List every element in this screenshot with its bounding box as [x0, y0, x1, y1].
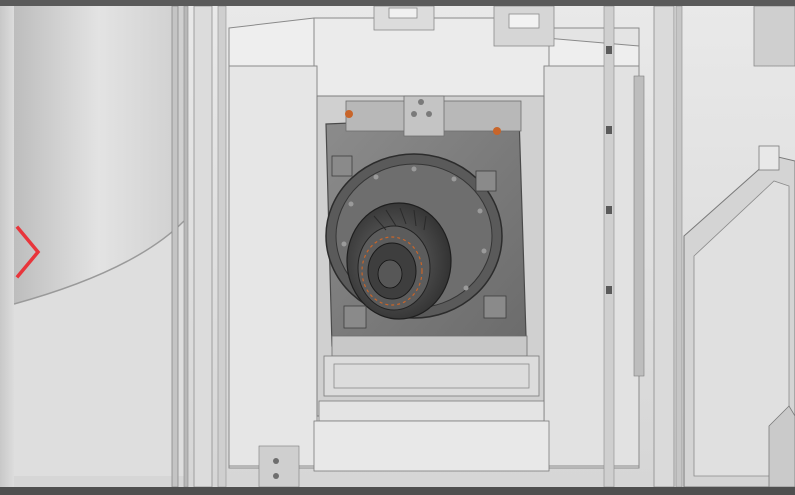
cad-render-image	[14, 6, 795, 487]
viewer-top-bar	[0, 0, 795, 6]
chevron-left-icon[interactable]	[10, 224, 44, 280]
viewer-left-strip	[0, 6, 14, 487]
viewer-bottom-bar	[0, 487, 795, 495]
